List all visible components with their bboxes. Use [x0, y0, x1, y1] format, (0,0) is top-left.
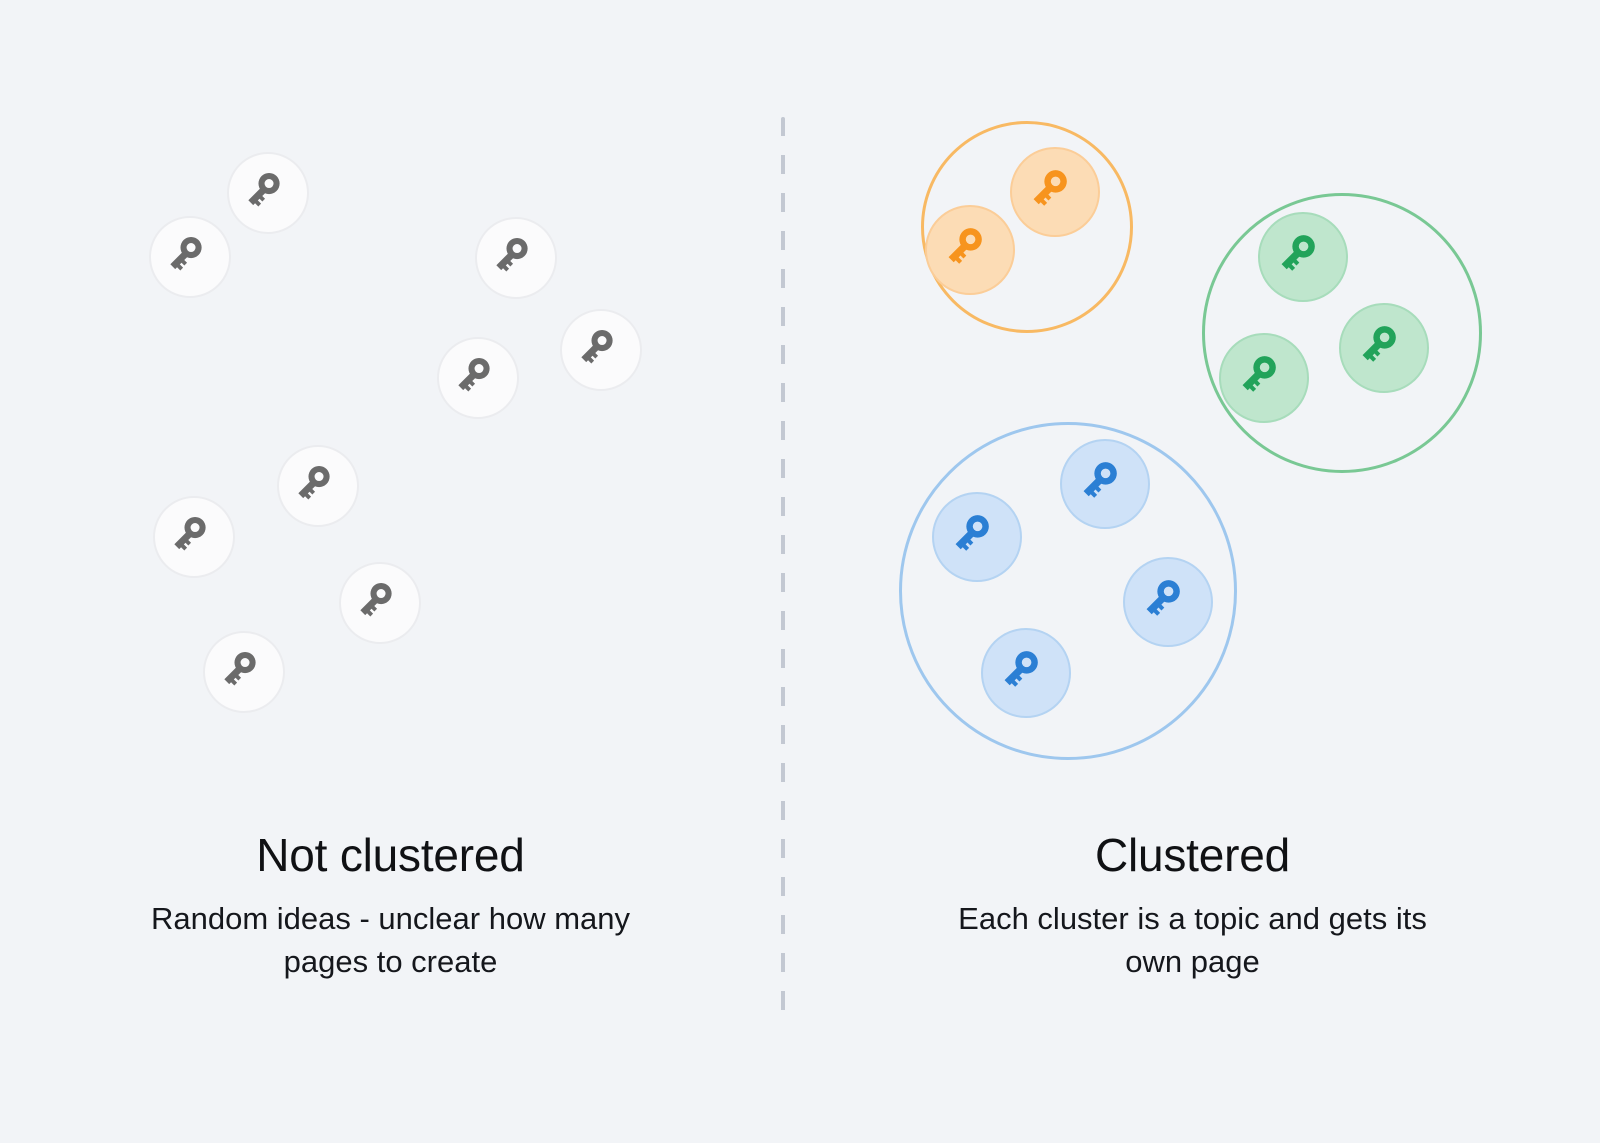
cluster-green-key-chip: [1219, 333, 1309, 423]
unclustered-key-chip: [149, 216, 231, 298]
cluster-green-key-chip: [1339, 303, 1429, 393]
unclustered-key-scatter: [0, 0, 781, 800]
unclustered-key-chip: [560, 309, 642, 391]
key-icon-glyph: [495, 237, 528, 271]
cluster-orange-key-chip: [925, 205, 1015, 295]
key-icon-glyph: [1004, 651, 1038, 687]
cluster-orange-ring: [921, 121, 1133, 333]
unclustered-key-chip: [437, 337, 519, 419]
vertical-dashed-divider: [781, 117, 785, 1017]
page-title-clustered: Clustered: [1094, 829, 1291, 881]
key-icon-glyph: [1362, 326, 1396, 362]
cluster-green-key-chip: [1258, 212, 1348, 302]
unclustered-key-chip: [203, 631, 285, 713]
key-icon-glyph: [1033, 170, 1067, 206]
key-icon-glyph: [359, 582, 392, 616]
cluster-blue-key-chip: [1123, 557, 1213, 647]
unclustered-key-chip: [475, 217, 557, 299]
key-icon-glyph: [1146, 580, 1180, 616]
caption-clustered: Clustered Each cluster is a topic and ge…: [785, 828, 1600, 984]
cluster-blue-key-chip: [1060, 439, 1150, 529]
key-icon-glyph: [1281, 235, 1315, 271]
panel-clustered: Clustered Each cluster is a topic and ge…: [785, 0, 1600, 1143]
clustered-key-groups: [785, 0, 1600, 800]
caption-subtitle-not-clustered: Random ideas - unclear how many pages to…: [150, 901, 631, 980]
unclustered-key-chip: [277, 445, 359, 527]
cluster-blue-key-chip: [932, 492, 1022, 582]
key-icon-glyph: [247, 172, 280, 206]
key-icon-glyph: [173, 516, 206, 550]
key-icon-glyph: [1083, 462, 1117, 498]
key-icon-glyph: [580, 329, 613, 363]
key-icon-glyph: [955, 515, 989, 551]
unclustered-key-chip: [153, 496, 235, 578]
page-title-not-clustered: Not clustered: [256, 829, 525, 881]
key-icon-glyph: [223, 651, 256, 685]
caption-not-clustered: Not clustered Random ideas - unclear how…: [0, 828, 781, 984]
panel-not-clustered: Not clustered Random ideas - unclear how…: [0, 0, 781, 1143]
key-icon-glyph: [169, 236, 202, 270]
cluster-blue-ring: [899, 422, 1237, 760]
key-icon-glyph: [457, 357, 490, 391]
cluster-orange-key-chip: [1010, 147, 1100, 237]
key-icon-glyph: [1242, 356, 1276, 392]
key-icon-glyph: [948, 228, 982, 264]
unclustered-key-chip: [227, 152, 309, 234]
cluster-green-ring: [1202, 193, 1482, 473]
unclustered-key-chip: [339, 562, 421, 644]
cluster-blue-key-chip: [981, 628, 1071, 718]
key-icon-glyph: [297, 465, 330, 499]
caption-subtitle-clustered: Each cluster is a topic and gets its own…: [958, 901, 1427, 980]
